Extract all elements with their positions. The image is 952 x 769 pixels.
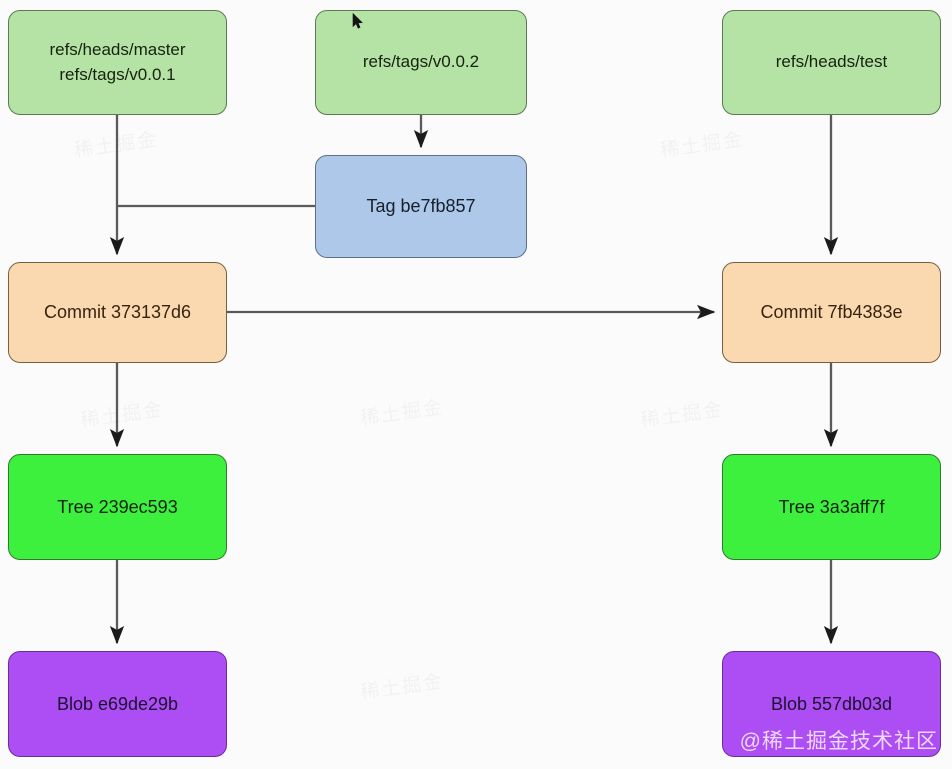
node-label-line: refs/tags/v0.0.1	[59, 64, 176, 84]
node-blob-557db03d[interactable]: Blob 557db03d	[722, 651, 941, 757]
node-tree-3a3aff7f[interactable]: Tree 3a3aff7f	[722, 454, 941, 560]
node-ref-tag-v002[interactable]: refs/tags/v0.0.2	[315, 10, 527, 115]
node-ref-test[interactable]: refs/heads/test	[722, 10, 941, 115]
background-watermark: 稀土掘金	[359, 666, 446, 704]
node-tag-be7fb857[interactable]: Tag be7fb857	[315, 155, 527, 258]
node-label-line: refs/heads/master	[49, 39, 186, 59]
node-label-line: Commit 373137d6	[43, 302, 192, 323]
background-watermark: 稀土掘金	[359, 392, 446, 430]
node-commit-7fb4383e[interactable]: Commit 7fb4383e	[722, 262, 941, 363]
node-blob-e69de29b[interactable]: Blob e69de29b	[8, 651, 227, 757]
node-commit-373137d6[interactable]: Commit 373137d6	[8, 262, 227, 363]
node-label-line: Blob 557db03d	[770, 693, 893, 714]
background-watermark: 稀土掘金	[73, 124, 160, 162]
background-watermark: 稀土掘金	[79, 394, 166, 432]
node-label-line: Blob e69de29b	[56, 693, 179, 714]
mouse-pointer-icon	[352, 13, 363, 29]
node-label-line: Tag be7fb857	[366, 196, 476, 217]
node-label-line: refs/heads/test	[775, 52, 888, 72]
brand-watermark: @稀土掘金技术社区	[739, 730, 938, 753]
node-ref-master[interactable]: refs/heads/master refs/tags/v0.0.1	[8, 10, 227, 115]
background-watermark: 稀土掘金	[659, 124, 746, 162]
node-label-line: Tree 3a3aff7f	[778, 496, 885, 517]
node-label-line: Tree 239ec593	[57, 496, 178, 517]
node-label-line: refs/tags/v0.0.2	[362, 52, 480, 72]
background-watermark: 稀土掘金	[639, 394, 726, 432]
node-tree-239ec593[interactable]: Tree 239ec593	[8, 454, 227, 560]
node-label-line: Commit 7fb4383e	[760, 302, 903, 323]
